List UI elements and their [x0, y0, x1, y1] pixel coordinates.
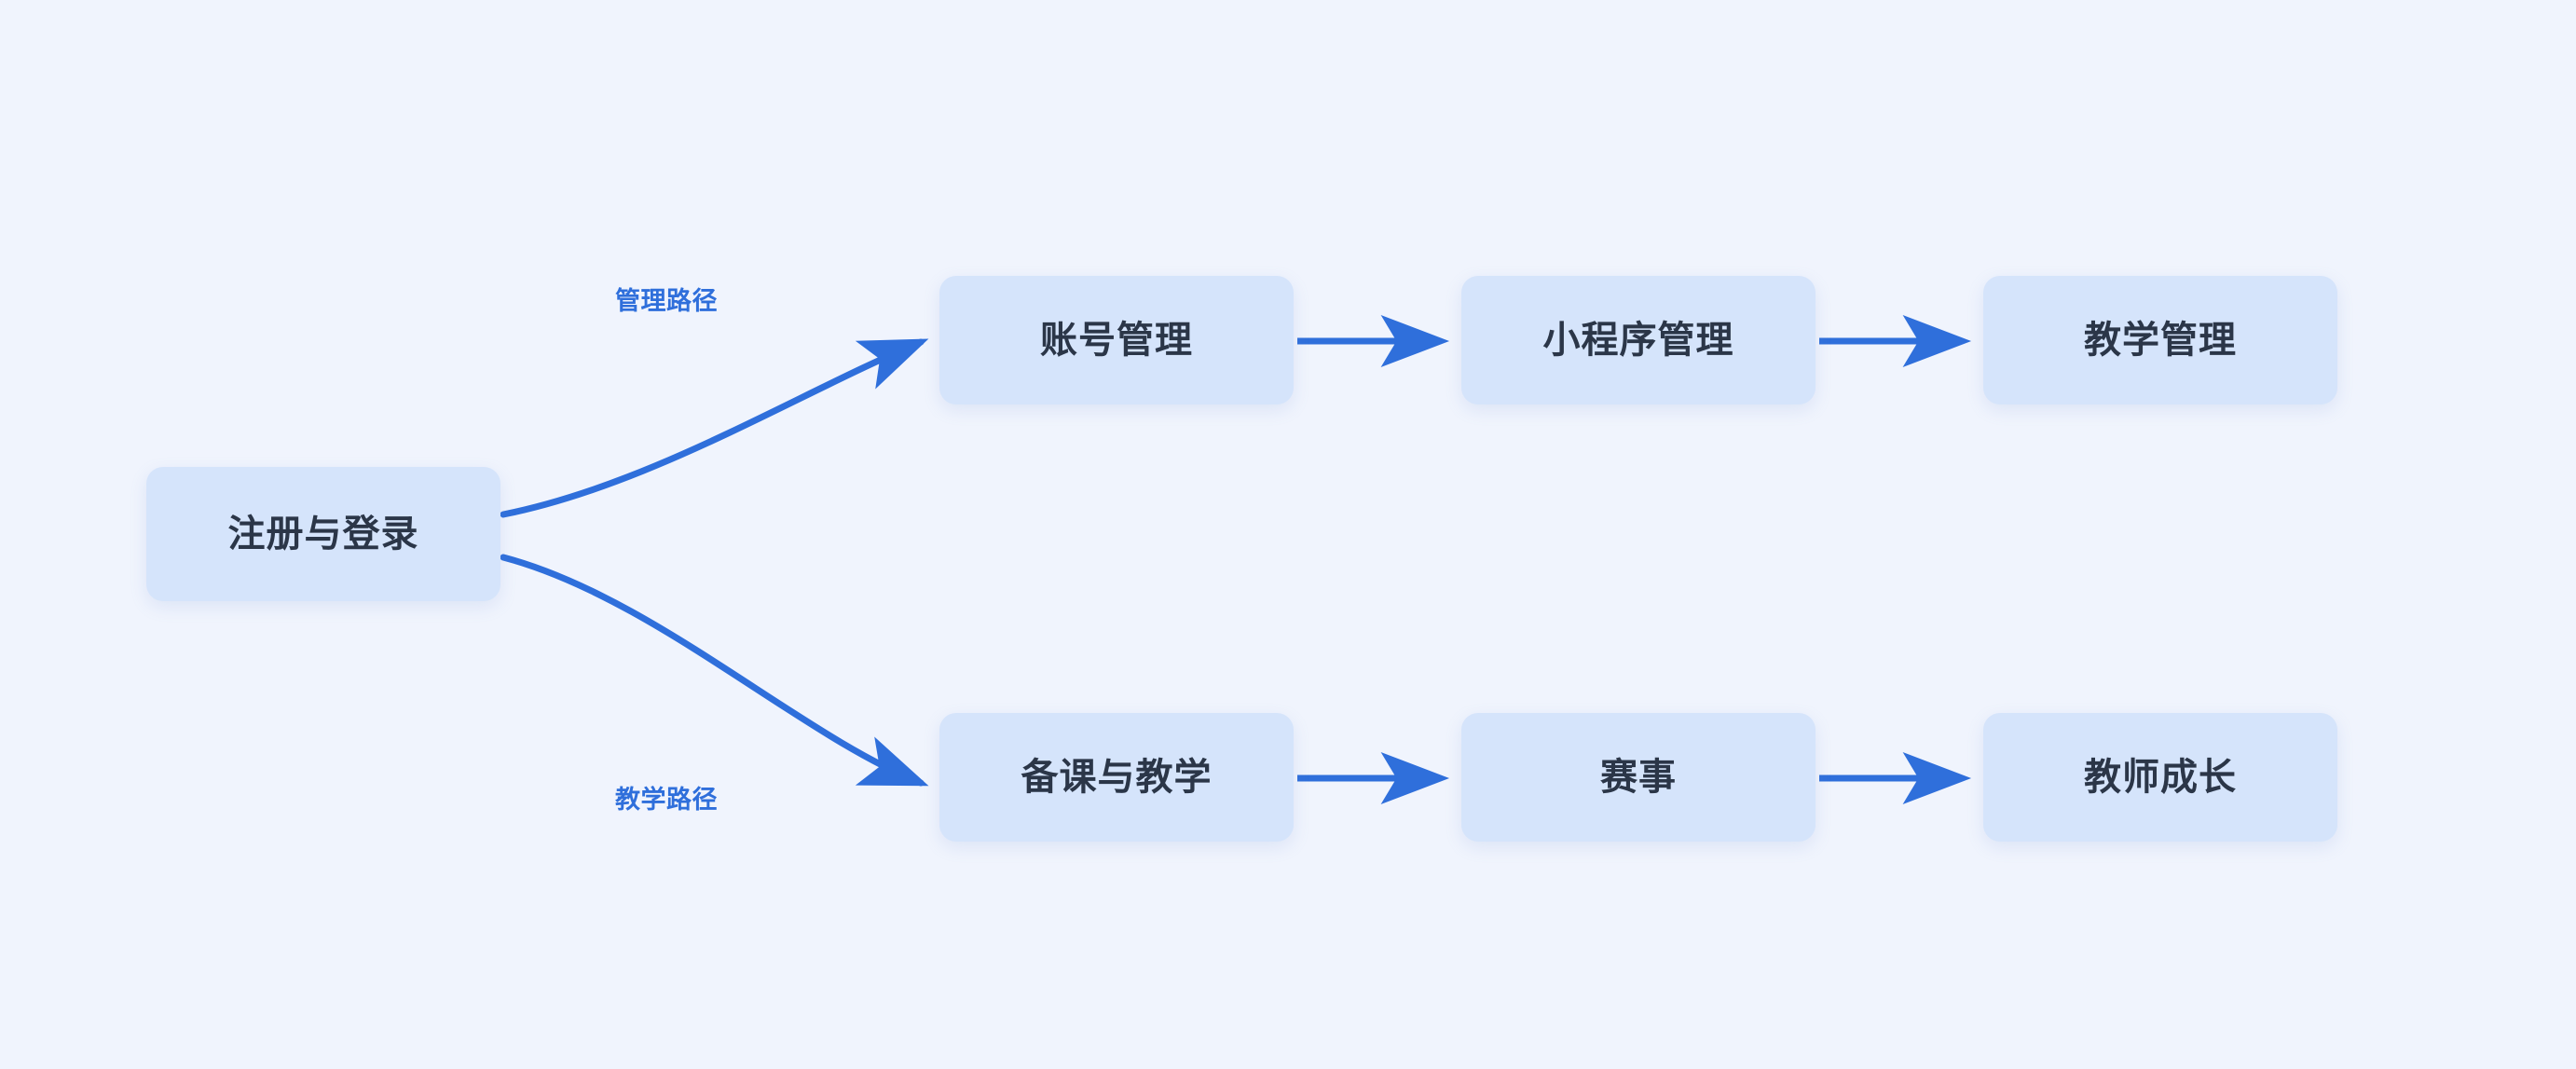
node-teaching-management[interactable]: 教学管理	[1983, 276, 2337, 404]
edge-root-to-prepare	[500, 554, 929, 787]
node-miniprogram-management[interactable]: 小程序管理	[1461, 276, 1816, 404]
node-miniprogram-management-label: 小程序管理	[1542, 320, 1734, 361]
node-lesson-preparation-label: 备课与教学	[1021, 757, 1213, 798]
node-root[interactable]: 注册与登录	[146, 467, 500, 601]
node-account-management[interactable]: 账号管理	[939, 276, 1294, 404]
node-root-label: 注册与登录	[227, 514, 419, 555]
node-contest[interactable]: 赛事	[1461, 713, 1816, 842]
edge-label-teaching-path: 教学路径	[615, 786, 718, 814]
node-lesson-preparation[interactable]: 备课与教学	[939, 713, 1294, 842]
edge-root-to-account	[500, 338, 929, 518]
node-teacher-growth-label: 教师成长	[2084, 757, 2237, 798]
node-account-management-label: 账号管理	[1040, 320, 1193, 361]
node-teaching-management-label: 教学管理	[2084, 320, 2237, 361]
node-teacher-growth[interactable]: 教师成长	[1983, 713, 2337, 842]
edge-label-management-path: 管理路径	[615, 287, 718, 315]
node-contest-label: 赛事	[1600, 757, 1677, 798]
